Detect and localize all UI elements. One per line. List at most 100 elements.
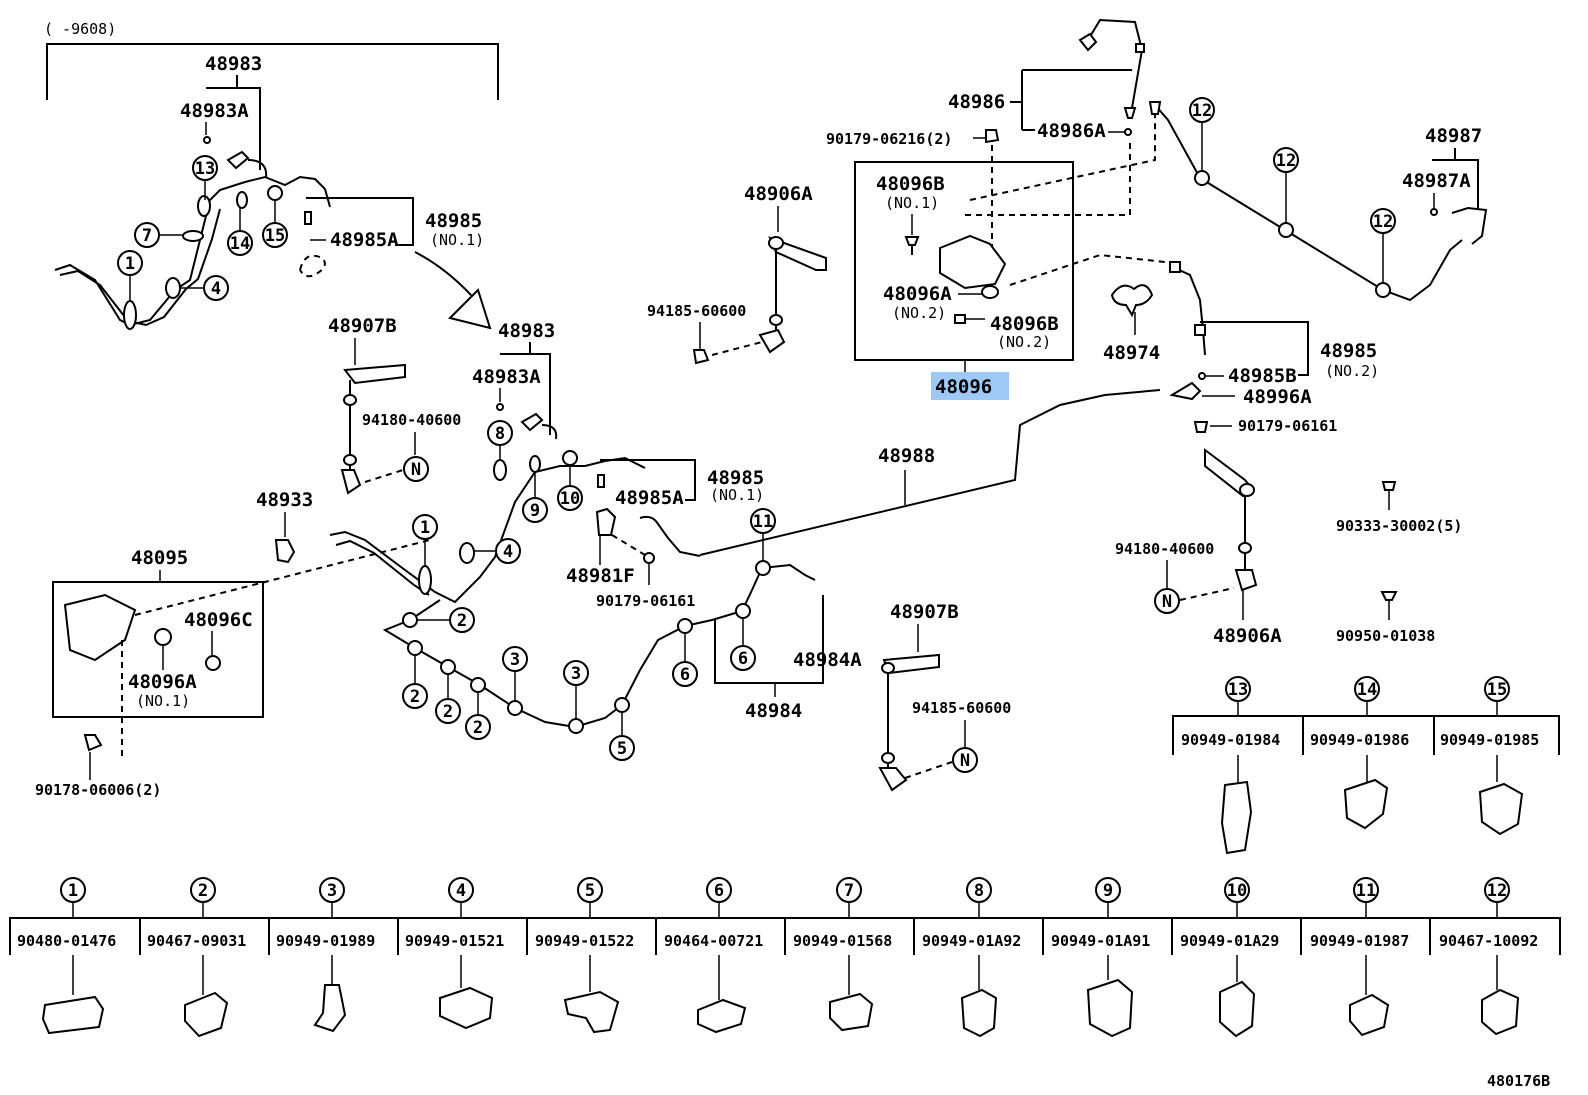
part-label-90179-top[interactable]: 90179-06216(2) (826, 130, 952, 148)
n-nut-callout-left[interactable]: N (403, 456, 429, 482)
svg-text:90949-01989: 90949-01989 (276, 932, 375, 950)
part-label-90333[interactable]: 90333-30002(5) (1336, 517, 1462, 535)
part-label-48096b-b[interactable]: 48096B (990, 313, 1059, 335)
clip-node-icon (1194, 170, 1210, 186)
part-label-94185-top[interactable]: 94185-60600 (647, 302, 746, 320)
part-label-48986a[interactable]: 48986A (1037, 120, 1106, 142)
part-label-90950[interactable]: 90950-01038 (1336, 627, 1435, 645)
part-label-48984[interactable]: 48984 (745, 700, 802, 722)
callout-2-c[interactable]: 2 (435, 674, 461, 724)
callout-12-a[interactable]: 12 (1189, 97, 1215, 171)
part-label-48906a-right[interactable]: 48906A (1213, 625, 1282, 647)
callout-12-b[interactable]: 12 (1273, 147, 1299, 223)
part-label-90179-right[interactable]: 90179-06161 (1238, 417, 1337, 435)
part-label-90179-mid[interactable]: 90179-06161 (596, 592, 695, 610)
callout-15-top[interactable]: 15 (262, 200, 288, 248)
part-label-48985a-mid[interactable]: 48985A (615, 487, 684, 509)
part-label-48981f[interactable]: 48981F (566, 565, 635, 587)
part-label-48096a-box[interactable]: 48096A (883, 283, 952, 305)
leader-48983-mid (500, 342, 551, 435)
clip-cell-12[interactable]: 12 90467-10092 (1439, 877, 1538, 1036)
part-label-48985-right[interactable]: 48985 (1320, 340, 1377, 362)
n-nut-callout-right[interactable]: N (1154, 588, 1180, 614)
clip-cell-6[interactable]: 6 90464-00721 (664, 877, 763, 1034)
callout-9[interactable]: 9 (522, 472, 548, 523)
callout-13-top[interactable]: 13 (192, 155, 218, 200)
clip-cell-7[interactable]: 7 90949-01568 (793, 877, 892, 1032)
part-label-48983-mid[interactable]: 48983 (498, 320, 555, 342)
clip-cell-5[interactable]: 5 90949-01522 (535, 877, 634, 1034)
part-label-48096b-a[interactable]: 48096B (876, 173, 945, 195)
part-label-48983a-mid[interactable]: 48983A (472, 366, 541, 388)
part-label-48096[interactable]: 48096 (935, 376, 992, 398)
part-label-90178[interactable]: 90178-06006(2) (35, 781, 161, 799)
clip-3-icon (313, 984, 347, 1033)
callout-4-mid[interactable]: 4 (474, 538, 521, 564)
clip-cell-9[interactable]: 9 90949-01A91 (1051, 877, 1150, 1038)
clip-1-icon (41, 995, 105, 1035)
part-label-48096c[interactable]: 48096C (184, 609, 253, 631)
svg-text:13: 13 (195, 159, 215, 179)
part-label-94180-left[interactable]: 94180-40600 (362, 411, 461, 429)
part-label-94180-right[interactable]: 94180-40600 (1115, 540, 1214, 558)
part-sublabel-no1: (NO.1) (710, 486, 764, 504)
part-label-48987[interactable]: 48987 (1425, 125, 1482, 147)
part-label-48984a[interactable]: 48984A (793, 649, 862, 671)
part-label-48985a-top[interactable]: 48985A (330, 229, 399, 251)
part-label-48996a[interactable]: 48996A (1243, 386, 1312, 408)
clip-cell-11[interactable]: 11 90949-01987 (1310, 877, 1409, 1037)
svg-text:2: 2 (198, 881, 208, 901)
part-label-48907b-right[interactable]: 48907B (890, 601, 959, 623)
clip-cell-1[interactable]: 1 90480-01476 (17, 877, 116, 1035)
callout-3-a[interactable]: 3 (502, 646, 528, 701)
clip-cell-8[interactable]: 8 90949-01A92 (922, 877, 1021, 1038)
callout-1-top[interactable]: 1 (117, 250, 143, 302)
callout-6-b[interactable]: 6 (730, 618, 756, 671)
part-label-48096a-left[interactable]: 48096A (128, 671, 197, 693)
callout-14-top[interactable]: 14 (227, 207, 253, 256)
part-label-48907b-left[interactable]: 48907B (328, 315, 397, 337)
part-label-48933[interactable]: 48933 (256, 489, 313, 511)
part-label-48988[interactable]: 48988 (878, 445, 935, 467)
callout-6-a[interactable]: 6 (672, 633, 698, 687)
callout-8[interactable]: 8 (487, 420, 513, 460)
part-label-94185-bot[interactable]: 94185-60600 (912, 699, 1011, 717)
part-label-48987a[interactable]: 48987A (1402, 170, 1471, 192)
part-label-48985-top[interactable]: 48985 (425, 210, 482, 232)
clip-cell-3[interactable]: 3 90949-01989 (276, 877, 375, 1033)
part-label-48906a-top[interactable]: 48906A (744, 183, 813, 205)
part-label-48983a-top[interactable]: 48983A (180, 100, 249, 122)
clip-cell-10[interactable]: 10 90949-01A29 (1180, 877, 1279, 1038)
callout-10[interactable]: 10 (557, 465, 583, 511)
clip-node-icon (440, 659, 456, 675)
clip-cell-13[interactable]: 13 90949-01984 (1181, 676, 1280, 855)
clip-7-icon (829, 992, 874, 1032)
part-label-48095[interactable]: 48095 (131, 547, 188, 569)
clip-cell-4[interactable]: 4 90949-01521 (405, 877, 504, 1030)
callout-3-b[interactable]: 3 (563, 660, 589, 719)
svg-text:15: 15 (265, 226, 285, 246)
part-sublabel-no2: (NO.2) (997, 333, 1051, 351)
callout-5[interactable]: 5 (609, 712, 635, 761)
part-label-48985b[interactable]: 48985B (1228, 365, 1297, 387)
clip-cell-2[interactable]: 2 90467-09031 (147, 877, 246, 1038)
bushing-icon (981, 285, 999, 299)
n-nut-callout-mid[interactable]: N (952, 747, 978, 773)
part-label-48983-top[interactable]: 48983 (205, 53, 262, 75)
part-label-48986[interactable]: 48986 (948, 91, 1005, 113)
svg-text:4: 4 (456, 881, 466, 901)
callout-2-a[interactable]: 2 (417, 607, 475, 633)
clip-cell-14[interactable]: 14 90949-01986 (1310, 676, 1409, 830)
part-label-48985-mid[interactable]: 48985 (707, 467, 764, 489)
clip-cell-15[interactable]: 15 90949-01985 (1440, 676, 1539, 836)
callout-11-mid[interactable]: 11 (750, 508, 776, 561)
callout-12-c[interactable]: 12 (1370, 208, 1396, 283)
part-label-48974[interactable]: 48974 (1103, 342, 1160, 364)
callout-2-d[interactable]: 2 (465, 692, 491, 740)
callout-2-b[interactable]: 2 (402, 655, 428, 709)
callout-7-top[interactable]: 7 (134, 222, 183, 248)
grommet-icon (123, 300, 137, 330)
callout-1-mid[interactable]: 1 (412, 514, 438, 566)
callout-4-top[interactable]: 4 (180, 275, 229, 301)
